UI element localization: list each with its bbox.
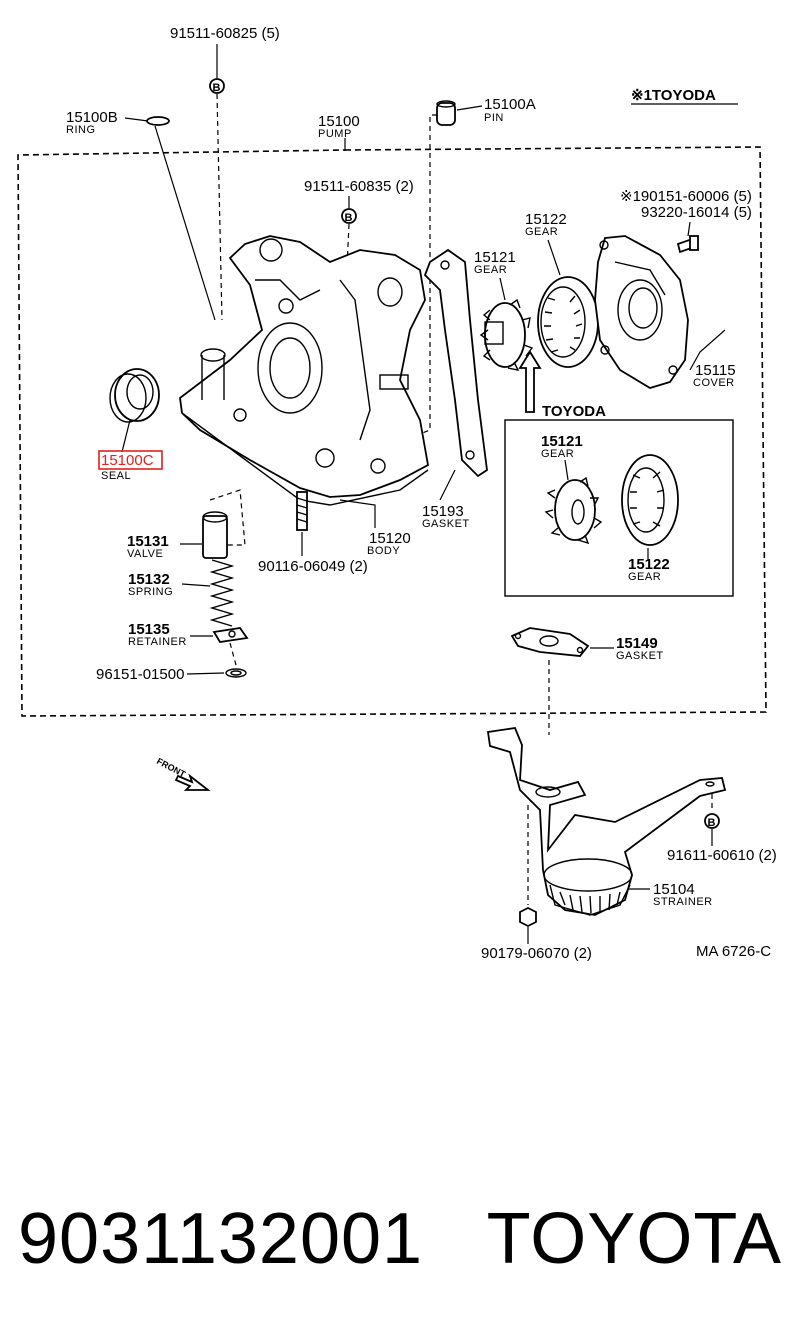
label-seal-name: SEAL <box>101 470 131 482</box>
assembly-boundary <box>17 146 767 717</box>
front-arrow-icon <box>174 773 211 791</box>
label-gear121-number: 15121 <box>474 249 516 266</box>
svg-text:B: B <box>213 82 221 94</box>
oil-pump-exploded-diagram: ※1TOYODA 91511-60825 (5) B 15100B RING 1… <box>17 25 777 962</box>
spring-part <box>209 559 235 627</box>
label-valve-name: VALVE <box>127 548 163 560</box>
label-inset-gear122-number: 15122 <box>628 556 670 573</box>
label-retainer-number: 15135 <box>128 621 170 638</box>
body-leader <box>339 499 376 528</box>
label-stud: 90116-06049 (2) <box>258 558 368 575</box>
retainer-part <box>212 627 249 643</box>
label-pin-name: PIN <box>484 112 504 124</box>
screw-part <box>676 235 699 254</box>
label-seal-number: 15100C <box>101 452 154 469</box>
ring-to-body-line <box>154 125 216 321</box>
toyoda-arrow-icon <box>518 350 542 413</box>
label-gasket149-number: 15149 <box>616 635 658 652</box>
label-inset-gear121-number: 15121 <box>541 433 583 450</box>
label-screw-b: 93220-16014 (5) <box>641 204 752 221</box>
label-gasket149-name: GASKET <box>616 650 664 662</box>
clip-part <box>225 668 247 678</box>
cover-leader <box>689 329 726 371</box>
seal-leader <box>121 419 131 453</box>
bolt-mid-b-icon: B <box>341 208 357 224</box>
label-front: FRONT <box>155 756 188 780</box>
label-retainer-name: RETAINER <box>128 636 187 648</box>
gear-122-part <box>537 276 599 368</box>
stud-part <box>296 491 308 531</box>
inset-gear121-leader <box>564 459 569 481</box>
label-inset-gear121-name: GEAR <box>541 448 574 460</box>
manufacturer-mark: ※1TOYODA <box>631 87 716 104</box>
label-inset-gear122-name: GEAR <box>628 571 661 583</box>
gasket-193-part <box>423 248 488 478</box>
valve-part <box>202 511 228 559</box>
spring-leader <box>181 583 211 587</box>
label-gear121-name: GEAR <box>474 264 507 276</box>
screw-leader <box>687 221 691 237</box>
inset-gear-122-part <box>621 454 679 546</box>
part-number: 9031132001 <box>18 1199 424 1279</box>
bolt-top-dash <box>216 93 223 321</box>
label-body-name: BODY <box>367 545 400 557</box>
gasket-149-part <box>510 627 590 657</box>
seal-part <box>109 368 160 423</box>
cover-part <box>594 235 689 389</box>
label-cover-name: COVER <box>693 377 735 389</box>
label-pump-number: 15100 <box>318 113 360 130</box>
footer: 9031132001 TOYOTA <box>0 1180 800 1310</box>
nut-part <box>519 906 537 928</box>
pin-part <box>436 100 456 126</box>
label-cover-number: 15115 <box>695 362 736 379</box>
label-valve-number: 15131 <box>127 533 169 550</box>
ring-leader <box>124 117 149 122</box>
label-toyoda-arrow: TOYODA <box>542 403 606 420</box>
label-strainer-number: 15104 <box>653 881 695 898</box>
pump-body-part <box>179 235 430 506</box>
label-clip: 96151-01500 <box>96 666 184 683</box>
label-strainer-bolt: 91611-60610 (2) <box>667 847 777 864</box>
label-strainer-name: STRAINER <box>653 896 713 908</box>
label-spring-number: 15132 <box>128 571 170 588</box>
gear-121-part <box>479 298 534 371</box>
pin-leader <box>456 105 483 111</box>
label-ref-code: MA 6726-C <box>696 943 771 960</box>
strainer-part <box>486 727 727 916</box>
gear121-leader <box>499 277 506 301</box>
brand-name: TOYOTA <box>486 1199 782 1279</box>
svg-text:B: B <box>345 212 353 224</box>
label-spring-name: SPRING <box>128 586 173 598</box>
label-ring-name: RING <box>66 124 96 136</box>
label-gasket193-number: 15193 <box>422 503 464 520</box>
label-gear122-name: GEAR <box>525 226 558 238</box>
gasket-193-leader <box>439 469 456 501</box>
clip-leader <box>186 672 225 675</box>
toyoda-inset-box <box>504 419 734 597</box>
label-gasket193-name: GASKET <box>422 518 470 530</box>
label-ring-number: 15100B <box>66 109 118 126</box>
inset-gear-121-part <box>544 476 603 545</box>
label-bolt-top: 91511-60825 (5) <box>170 25 280 42</box>
label-body-number: 15120 <box>369 530 411 547</box>
label-pin-number: 15100A <box>484 96 536 113</box>
svg-text:B: B <box>708 817 716 829</box>
strainer-bolt-b-icon: B <box>704 813 720 829</box>
retainer-dash <box>229 642 237 666</box>
gear122-leader <box>547 239 561 276</box>
ring-part <box>146 116 170 126</box>
label-screw-a: ※190151-60006 (5) <box>620 188 752 205</box>
label-pump-name: PUMP <box>318 128 352 140</box>
label-gear122-number: 15122 <box>525 211 567 228</box>
label-nut: 90179-06070 (2) <box>481 945 592 962</box>
seal-highlight-box <box>98 450 163 470</box>
label-bolt-mid: 91511-60835 (2) <box>304 178 414 195</box>
bolt-top-b-icon: B <box>209 78 225 94</box>
